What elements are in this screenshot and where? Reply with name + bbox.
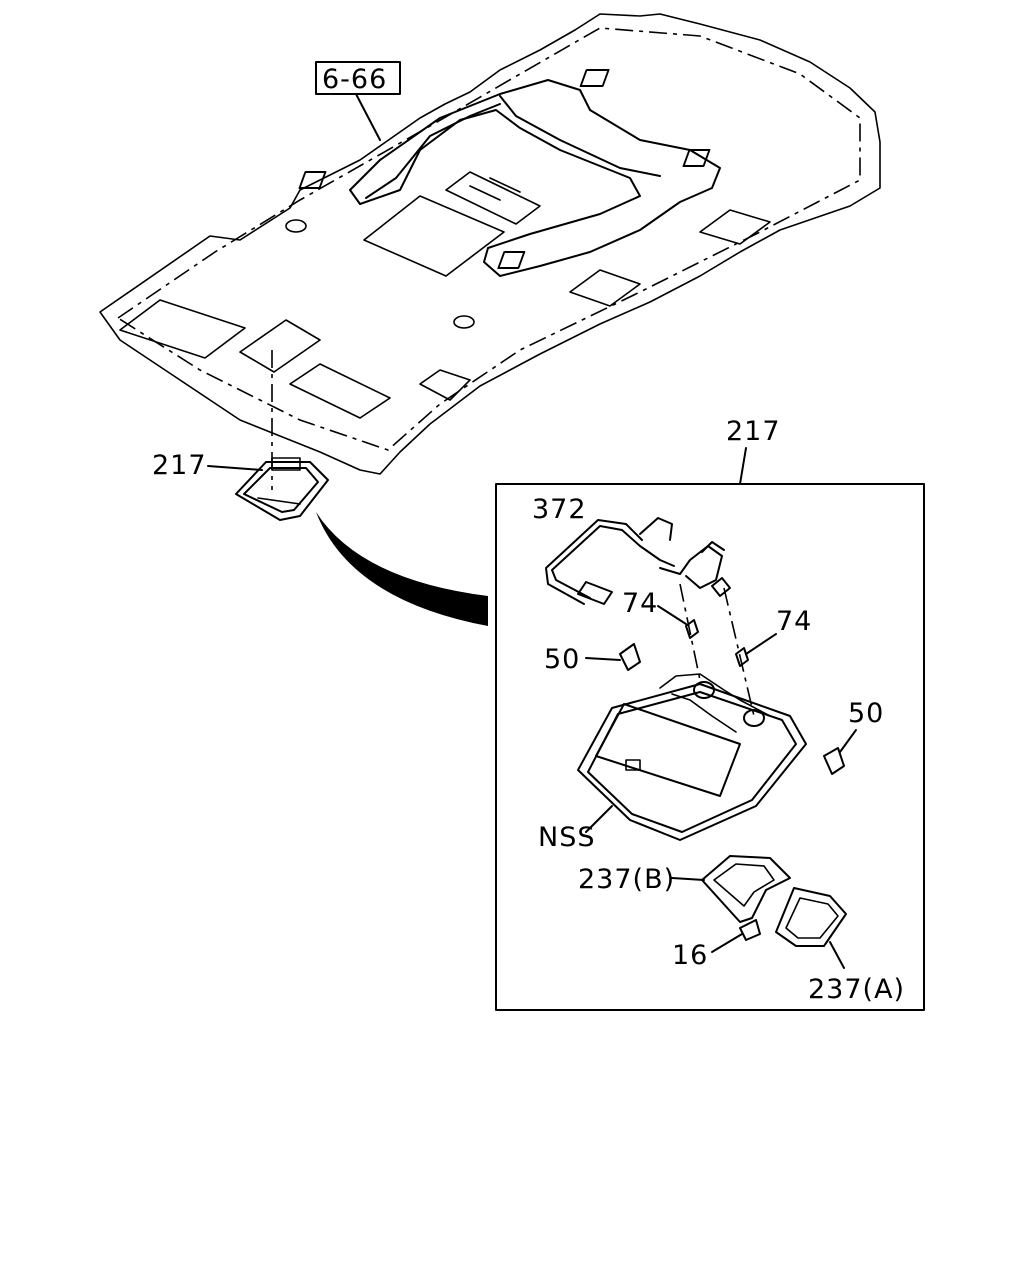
bulb-right [723, 587, 755, 717]
lens-b [701, 855, 791, 923]
magnify-swoosh [316, 512, 488, 626]
label-237b: 237(B) [578, 864, 675, 895]
bulb-left [679, 583, 701, 681]
clip-left [619, 643, 641, 671]
lamp-housing [577, 673, 807, 841]
label-74-right: 74 [776, 606, 812, 637]
switch [739, 919, 761, 941]
label-50-right: 50 [848, 698, 884, 729]
headliner-panel [99, 13, 881, 490]
label-372: 372 [532, 494, 587, 525]
label-217-detail: 217 [726, 416, 781, 447]
label-237a: 237(A) [808, 974, 905, 1005]
clip-right [823, 747, 845, 775]
lens-a [775, 887, 847, 947]
label-50-left: 50 [544, 644, 580, 675]
wire-harness [545, 517, 731, 605]
label-nss: NSS [538, 822, 595, 853]
label-74-left: 74 [622, 588, 658, 619]
label-217-left: 217 [152, 450, 207, 481]
ref-box-label: 6-66 [322, 64, 387, 95]
lamp-assembly-small [235, 457, 329, 521]
reference-box: 6-66 [315, 61, 401, 141]
label-16: 16 [672, 940, 708, 971]
detail-box [495, 483, 925, 1011]
